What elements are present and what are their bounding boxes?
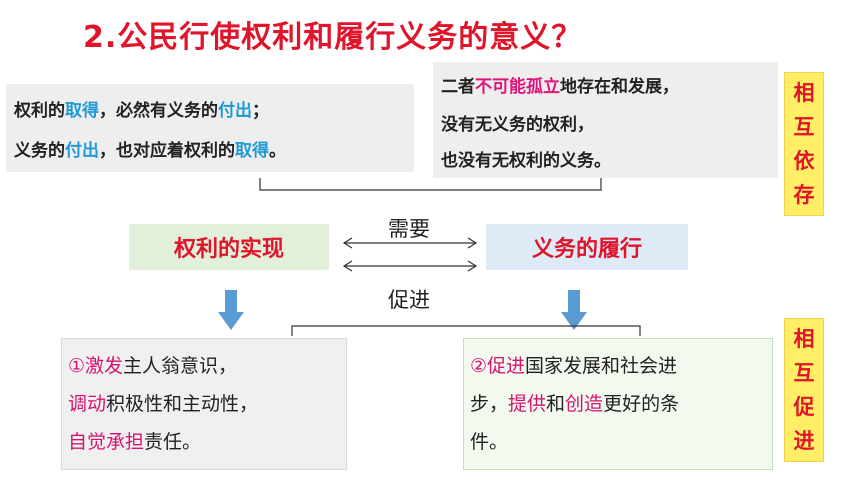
text-run: 步， <box>470 393 509 415</box>
interdependence-line-2: 没有无义务的权利， <box>441 115 594 135</box>
obligation-benefit-line-3: 件。 <box>470 423 508 461</box>
obligation-benefit-line-1: ②促进国家发展和社会进 <box>470 347 677 385</box>
rights-realization-label: 权利的实现 <box>173 237 284 262</box>
text-run: 地存在和发展， <box>560 77 679 97</box>
down-arrow-right <box>561 290 587 330</box>
text-run: 更好的条 <box>603 393 680 415</box>
text-run: 义务的 <box>14 141 65 161</box>
badge-char: 相 <box>793 81 815 105</box>
promote-arrow <box>342 260 478 272</box>
text-run: ②促进 <box>470 355 526 377</box>
text-run: 不可能孤立 <box>475 77 560 97</box>
text-run: 主人翁意识， <box>123 355 238 377</box>
need-arrow <box>342 237 478 249</box>
promote-label: 促进 <box>388 288 430 312</box>
text-run: ； <box>252 101 269 121</box>
rights-benefit-line-2: 调动积极性和主动性， <box>68 385 258 423</box>
rights-benefit-line-3: 自觉承担责任。 <box>68 423 201 461</box>
text-run: 和 <box>546 393 566 415</box>
rights-obligations-box: 权利的取得，必然有义务的付出； 义务的付出，也对应着权利的取得。 <box>6 84 414 172</box>
interdependence-line-3: 也没有无权利的义务。 <box>441 151 611 171</box>
text-run: 创造 <box>565 393 604 415</box>
top-bracket <box>259 178 602 191</box>
text-run: 提供 <box>508 393 547 415</box>
rights-benefit-line-1: ①激发主人翁意识， <box>68 347 237 385</box>
text-run: 自觉承担 <box>68 431 145 453</box>
text-run: 付出 <box>218 101 252 121</box>
badge-char: 互 <box>793 361 815 385</box>
text-run: 调动 <box>68 393 107 415</box>
need-label: 需要 <box>388 217 430 241</box>
text-run: ，必然有义务的 <box>99 101 218 121</box>
rights-line-2: 义务的付出，也对应着权利的取得。 <box>14 136 286 161</box>
text-run: ①激发 <box>68 355 124 377</box>
obligation-benefit-box: ②促进国家发展和社会进 步，提供和创造更好的条 件。 <box>463 338 773 470</box>
page-title: 2.公民行使权利和履行义务的意义？ <box>83 20 583 55</box>
text-run: 取得 <box>65 101 99 121</box>
obligation-fulfillment-label: 义务的履行 <box>531 237 642 262</box>
text-run: 积极性和主动性， <box>106 393 259 415</box>
text-run: ，也对应着权利的 <box>99 141 235 161</box>
text-run: 件。 <box>470 431 509 453</box>
text-run: 。 <box>269 141 286 161</box>
bottom-bracket <box>291 325 641 336</box>
interdependence-line-1: 二者不可能孤立地存在和发展， <box>441 72 679 97</box>
rights-line-1: 权利的取得，必然有义务的付出； <box>14 96 269 121</box>
badge-char: 互 <box>793 115 815 139</box>
text-run: 取得 <box>235 141 269 161</box>
text-run: 二者 <box>441 77 475 97</box>
mutual-dependence-badge: 相 互 依 存 <box>784 72 824 216</box>
text-run: 权利的 <box>14 101 65 121</box>
rights-realization-box: 权利的实现 <box>129 224 329 270</box>
rights-benefit-box: ①激发主人翁意识， 调动积极性和主动性， 自觉承担责任。 <box>61 338 347 470</box>
down-arrow-left <box>218 290 244 330</box>
text-run: 责任。 <box>144 431 202 453</box>
badge-char: 促 <box>793 395 815 419</box>
text-run: 付出 <box>65 141 99 161</box>
obligation-benefit-line-2: 步，提供和创造更好的条 <box>470 385 679 423</box>
badge-char: 依 <box>793 149 815 173</box>
obligation-fulfillment-box: 义务的履行 <box>486 224 688 270</box>
mutual-promotion-badge: 相 互 促 进 <box>784 318 824 462</box>
badge-char: 存 <box>793 183 815 207</box>
interdependence-box: 二者不可能孤立地存在和发展， 没有无义务的权利， 也没有无权利的义务。 <box>433 62 778 178</box>
text-run: 国家发展和社会进 <box>525 355 678 377</box>
badge-char: 进 <box>793 429 815 453</box>
badge-char: 相 <box>793 327 815 351</box>
